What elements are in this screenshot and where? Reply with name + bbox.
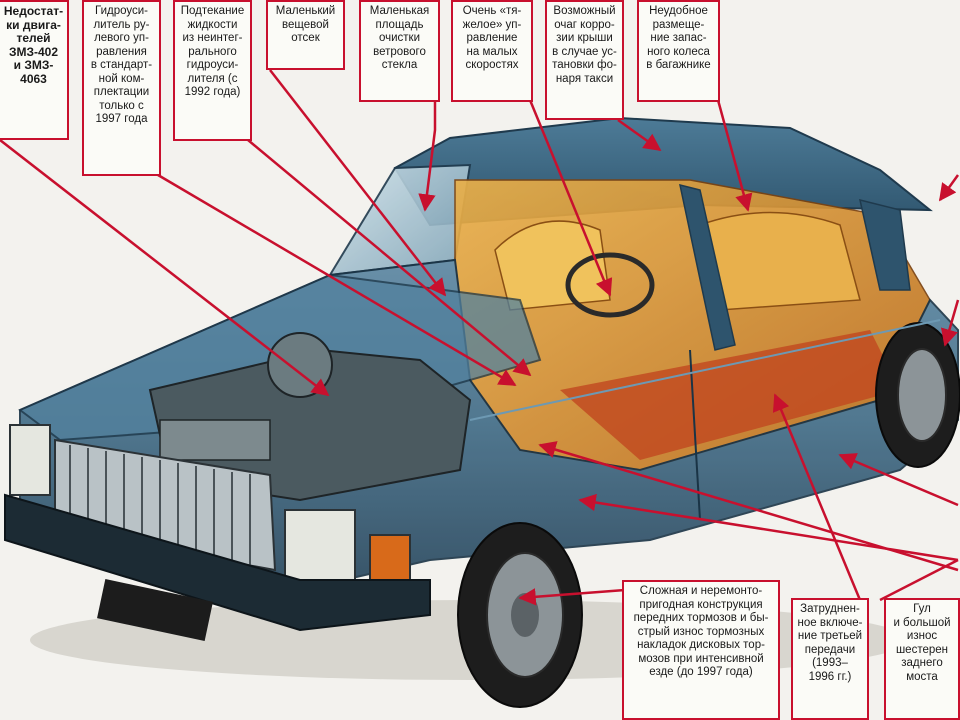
rear-wheel [875, 322, 960, 468]
arrow-spare-wheel-placement [716, 99, 753, 212]
air-filter [267, 332, 333, 398]
callout-spare-wheel-placement-text: Неудобное размеще- ние запас- ного колес… [646, 5, 711, 71]
license-plate [97, 579, 213, 641]
rear-seat [699, 211, 861, 311]
callout-front-brakes: Сложная и неремонто- пригодная конструкц… [622, 580, 780, 720]
callout-third-gear-text: Затруднен- ное включе- ние третьей перед… [797, 603, 863, 683]
arrow-rear-axle-noise-3 [538, 441, 959, 572]
headlight-left [9, 424, 51, 496]
radiator [159, 419, 271, 461]
front-bumper [4, 493, 431, 632]
arrow-front-brakes [518, 588, 626, 606]
floor-pan [560, 330, 900, 460]
callout-engine-shortcomings-text: Недостат- ки двига- телей ЗМЗ-402 и ЗМЗ-… [3, 4, 64, 86]
front-seat [494, 220, 611, 311]
callout-rear-axle-noise-text: Гул и большой износ шестерен заднего мос… [893, 603, 951, 683]
steering-wheel [565, 252, 655, 318]
arrow-small-wiper-area [418, 100, 437, 212]
arrow-heavy-steering [528, 99, 613, 297]
callout-heavy-steering: Очень «тя- желое» уп- равление на малых … [451, 0, 533, 102]
arrow-rear-axle-noise-2 [838, 453, 959, 507]
arrow-fluid-leakage [247, 139, 532, 377]
callout-fluid-leakage: Подтекание жидкости из неинтег- рального… [173, 0, 252, 141]
arrow-small-glovebox [269, 69, 447, 297]
callout-fluid-leakage-text: Подтекание жидкости из неинтег- рального… [180, 5, 245, 98]
front-wheel [457, 522, 583, 708]
callout-left-hand-power-steering-text: Гидроуси- литель ру- левого уп- равления… [90, 5, 153, 125]
callout-roof-corrosion: Возможный очаг корро- зии крыши в случае… [545, 0, 624, 120]
body-crease [469, 319, 941, 421]
arrow-roof-corrosion [617, 118, 662, 152]
arrow-left-hand-power-steering [157, 173, 517, 387]
callout-heavy-steering-text: Очень «тя- желое» уп- равление на малых … [462, 5, 522, 71]
arrow-right-edge [940, 299, 960, 347]
callout-front-brakes-text: Сложная и неремонто- пригодная конструкц… [633, 585, 769, 678]
arrow-top-right [938, 174, 960, 202]
turn-signal [369, 534, 411, 586]
callout-engine-shortcomings: Недостат- ки двига- телей ЗМЗ-402 и ЗМЗ-… [0, 0, 69, 140]
callout-small-wiper-area-text: Маленькая площадь очистки ветрового стек… [369, 5, 430, 71]
callout-small-glovebox-text: Маленький вещевой отсек [275, 5, 336, 44]
headlight-right [284, 509, 356, 581]
c-pillar [859, 198, 911, 291]
b-pillar [679, 183, 736, 351]
callout-spare-wheel-placement: Неудобное размеще- ние запас- ного колес… [637, 0, 720, 102]
callout-left-hand-power-steering: Гидроуси- литель ру- левого уп- равления… [82, 0, 161, 176]
callout-small-glovebox: Маленький вещевой отсек [266, 0, 345, 70]
callout-small-wiper-area: Маленькая площадь очистки ветрового стек… [359, 0, 440, 102]
arrow-engine-shortcomings [0, 139, 330, 397]
windshield [328, 163, 472, 277]
callout-third-gear: Затруднен- ное включе- ние третьей перед… [791, 598, 869, 720]
callout-roof-corrosion-text: Возможный очаг корро- зии крыши в случае… [552, 5, 617, 85]
callout-rear-axle-noise: Гул и большой износ шестерен заднего мос… [884, 598, 960, 720]
